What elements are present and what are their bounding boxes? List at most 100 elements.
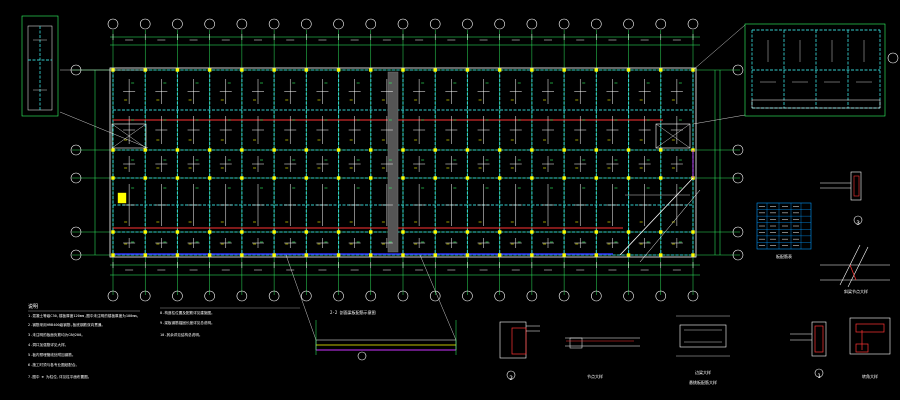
section-leader — [419, 254, 457, 341]
column-mark — [272, 176, 276, 180]
column-mark — [240, 176, 244, 180]
column-mark — [175, 148, 180, 152]
column-mark — [497, 148, 502, 152]
detail-3-number: 3 — [856, 220, 860, 227]
grid-bubble — [172, 290, 183, 302]
grid-bubble — [365, 18, 377, 30]
column-mark — [336, 148, 341, 152]
grid-bubble — [687, 18, 699, 30]
column-mark — [530, 176, 534, 180]
column-mark — [304, 68, 309, 72]
grid-bubble — [301, 290, 312, 302]
column-mark — [175, 253, 180, 257]
grid-bubble — [591, 290, 602, 302]
column-mark — [530, 148, 534, 152]
grid-bubble — [687, 290, 699, 302]
grid-bubble — [655, 290, 667, 302]
column-mark — [594, 253, 599, 257]
column-mark — [562, 230, 566, 234]
edge-caption: 边梁大样 — [695, 369, 711, 375]
grid-bubble — [139, 18, 151, 30]
detail-bubble — [853, 215, 863, 225]
grid-bubble — [301, 18, 312, 30]
column-mark — [433, 148, 437, 152]
grid-bubble — [526, 18, 538, 30]
grid-bubble — [462, 18, 473, 30]
detail3-rebar — [853, 175, 860, 197]
column-mark — [304, 148, 309, 152]
column-mark — [304, 176, 309, 180]
grid-bubble — [732, 249, 744, 261]
column-mark — [272, 68, 276, 72]
column-mark — [111, 253, 115, 257]
detail3-column — [850, 171, 862, 201]
column-mark — [594, 230, 599, 234]
column-mark — [433, 230, 437, 234]
column-mark — [562, 68, 566, 72]
edge-beam — [679, 324, 727, 348]
column-mark — [369, 176, 373, 180]
grid-bubble — [526, 290, 538, 302]
beam-section-title: 2-2 剖面梁板配筋示意图 — [330, 309, 376, 315]
notes2-list: 8.构造柱位置及配筋详见建施图。 9.梁板钢筋锚固长度详见总说明。 10.其余详… — [160, 310, 215, 337]
column-mark — [626, 176, 631, 180]
column-mark — [207, 253, 212, 257]
node-diag — [847, 246, 869, 288]
node-rebar — [849, 264, 857, 281]
column-mark — [111, 230, 115, 234]
grid-bubble — [732, 64, 744, 76]
note-line: 9.梁板钢筋锚固长度详见总说明。 — [160, 320, 215, 325]
column-mark — [433, 176, 437, 180]
column-mark — [562, 148, 566, 152]
table-caption: 板配筋表 — [776, 253, 792, 259]
column-mark — [433, 68, 437, 72]
grid-bubble — [732, 226, 744, 238]
leader-line — [692, 114, 746, 125]
grid-bubble — [172, 18, 183, 30]
column-mark — [659, 176, 663, 180]
opening-cross — [111, 123, 147, 149]
grid-bubble — [70, 172, 82, 184]
grid-bubble — [236, 18, 248, 30]
grid-bubble — [655, 18, 667, 30]
column-mark — [497, 176, 502, 180]
note-line: 10.其余详见结构总说明。 — [160, 332, 202, 337]
column-mark — [240, 253, 244, 257]
detail-bubble — [814, 368, 824, 378]
grid-bubble — [204, 18, 215, 30]
detail1-rebar — [814, 325, 824, 353]
grid-bubble — [70, 144, 82, 156]
detail-3-caption: 斜梁节点大样 — [844, 288, 868, 294]
column-mark — [691, 230, 695, 234]
grid-bubble — [107, 290, 119, 302]
column-mark — [562, 253, 566, 257]
column-mark — [175, 68, 180, 72]
column-mark — [143, 253, 147, 257]
corner-rebar — [855, 323, 885, 333]
grid-bubble — [732, 172, 744, 184]
column-mark — [626, 148, 631, 152]
note-line: 8.构造柱位置及配筋详见建施图。 — [160, 310, 215, 315]
column-mark — [272, 148, 276, 152]
column-mark — [530, 68, 534, 72]
column-mark — [659, 148, 663, 152]
column-mark — [207, 176, 212, 180]
column-mark — [497, 253, 502, 257]
column-mark — [336, 176, 341, 180]
column-mark — [240, 148, 244, 152]
column-mark — [497, 230, 502, 234]
column-mark — [401, 253, 405, 257]
grid-bubble — [887, 52, 899, 64]
grid-bubble — [397, 290, 409, 302]
grid-bubble — [494, 18, 505, 30]
grid-bubble — [429, 18, 441, 30]
note-line: 3.未注明的板面负筋均为C8@200。 — [28, 332, 85, 337]
note-line: 6.施工时须与各专业图纸配合。 — [28, 362, 79, 367]
inset-edge — [751, 99, 881, 109]
detail2-rebar — [511, 327, 527, 355]
column-mark — [497, 68, 502, 72]
column-mark — [111, 176, 115, 180]
column-mark — [175, 176, 180, 180]
grid-bubble — [236, 290, 248, 302]
